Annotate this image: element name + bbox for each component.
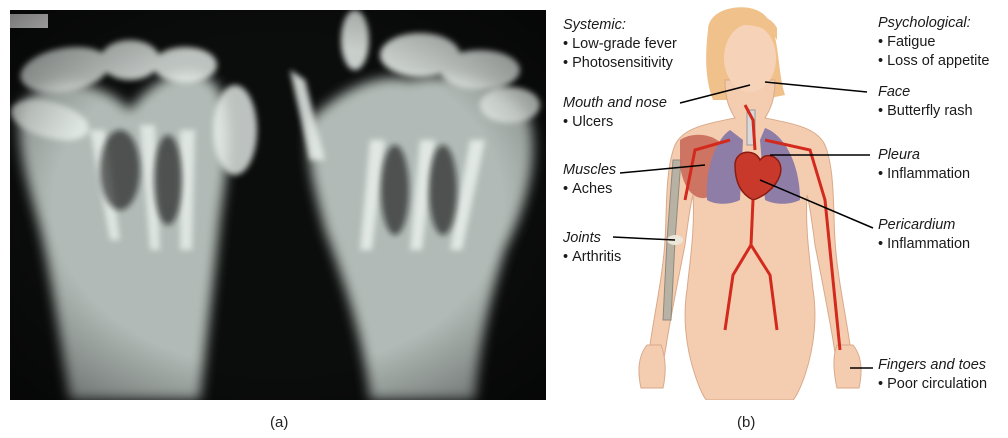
label-systemic-item-1: Low-grade fever bbox=[563, 35, 677, 54]
label-systemic: Systemic: Low-grade fever Photosensitivi… bbox=[563, 16, 677, 73]
label-fingers-toes-title: Fingers and toes bbox=[878, 356, 987, 375]
label-fingers-toes-item-1: Poor circulation bbox=[878, 375, 987, 394]
right-hand bbox=[834, 345, 861, 388]
label-mouth-nose-title: Mouth and nose bbox=[563, 94, 667, 113]
label-muscles-item-1: Aches bbox=[563, 180, 616, 199]
left-hand bbox=[639, 345, 665, 388]
label-psychological-item-2: Loss of appetite bbox=[878, 52, 990, 71]
caption-b: (b) bbox=[737, 414, 755, 431]
caption-a: (a) bbox=[270, 414, 288, 431]
label-pleura: Pleura Inflammation bbox=[878, 146, 970, 184]
label-psychological: Psychological: Fatigue Loss of appetite bbox=[878, 14, 990, 71]
label-face-title: Face bbox=[878, 83, 973, 102]
label-pericardium-item-1: Inflammation bbox=[878, 235, 970, 254]
label-fingers-toes: Fingers and toes Poor circulation bbox=[878, 356, 987, 394]
label-mouth-nose: Mouth and nose Ulcers bbox=[563, 94, 667, 132]
hand-xray-image bbox=[10, 10, 546, 400]
label-psychological-item-1: Fatigue bbox=[878, 33, 990, 52]
label-pericardium: Pericardium Inflammation bbox=[878, 216, 970, 254]
label-face-item-1: Butterfly rash bbox=[878, 102, 973, 121]
label-pleura-item-1: Inflammation bbox=[878, 165, 970, 184]
label-muscles: Muscles Aches bbox=[563, 161, 616, 199]
label-joints: Joints Arthritis bbox=[563, 229, 621, 267]
label-systemic-item-2: Photosensitivity bbox=[563, 54, 677, 73]
label-joints-item-1: Arthritis bbox=[563, 248, 621, 267]
label-psychological-title: Psychological: bbox=[878, 14, 990, 33]
label-pleura-title: Pleura bbox=[878, 146, 970, 165]
label-mouth-nose-item-1: Ulcers bbox=[563, 113, 667, 132]
label-muscles-title: Muscles bbox=[563, 161, 616, 180]
label-face: Face Butterfly rash bbox=[878, 83, 973, 121]
label-systemic-title: Systemic: bbox=[563, 16, 677, 35]
label-joints-title: Joints bbox=[563, 229, 621, 248]
label-pericardium-title: Pericardium bbox=[878, 216, 970, 235]
